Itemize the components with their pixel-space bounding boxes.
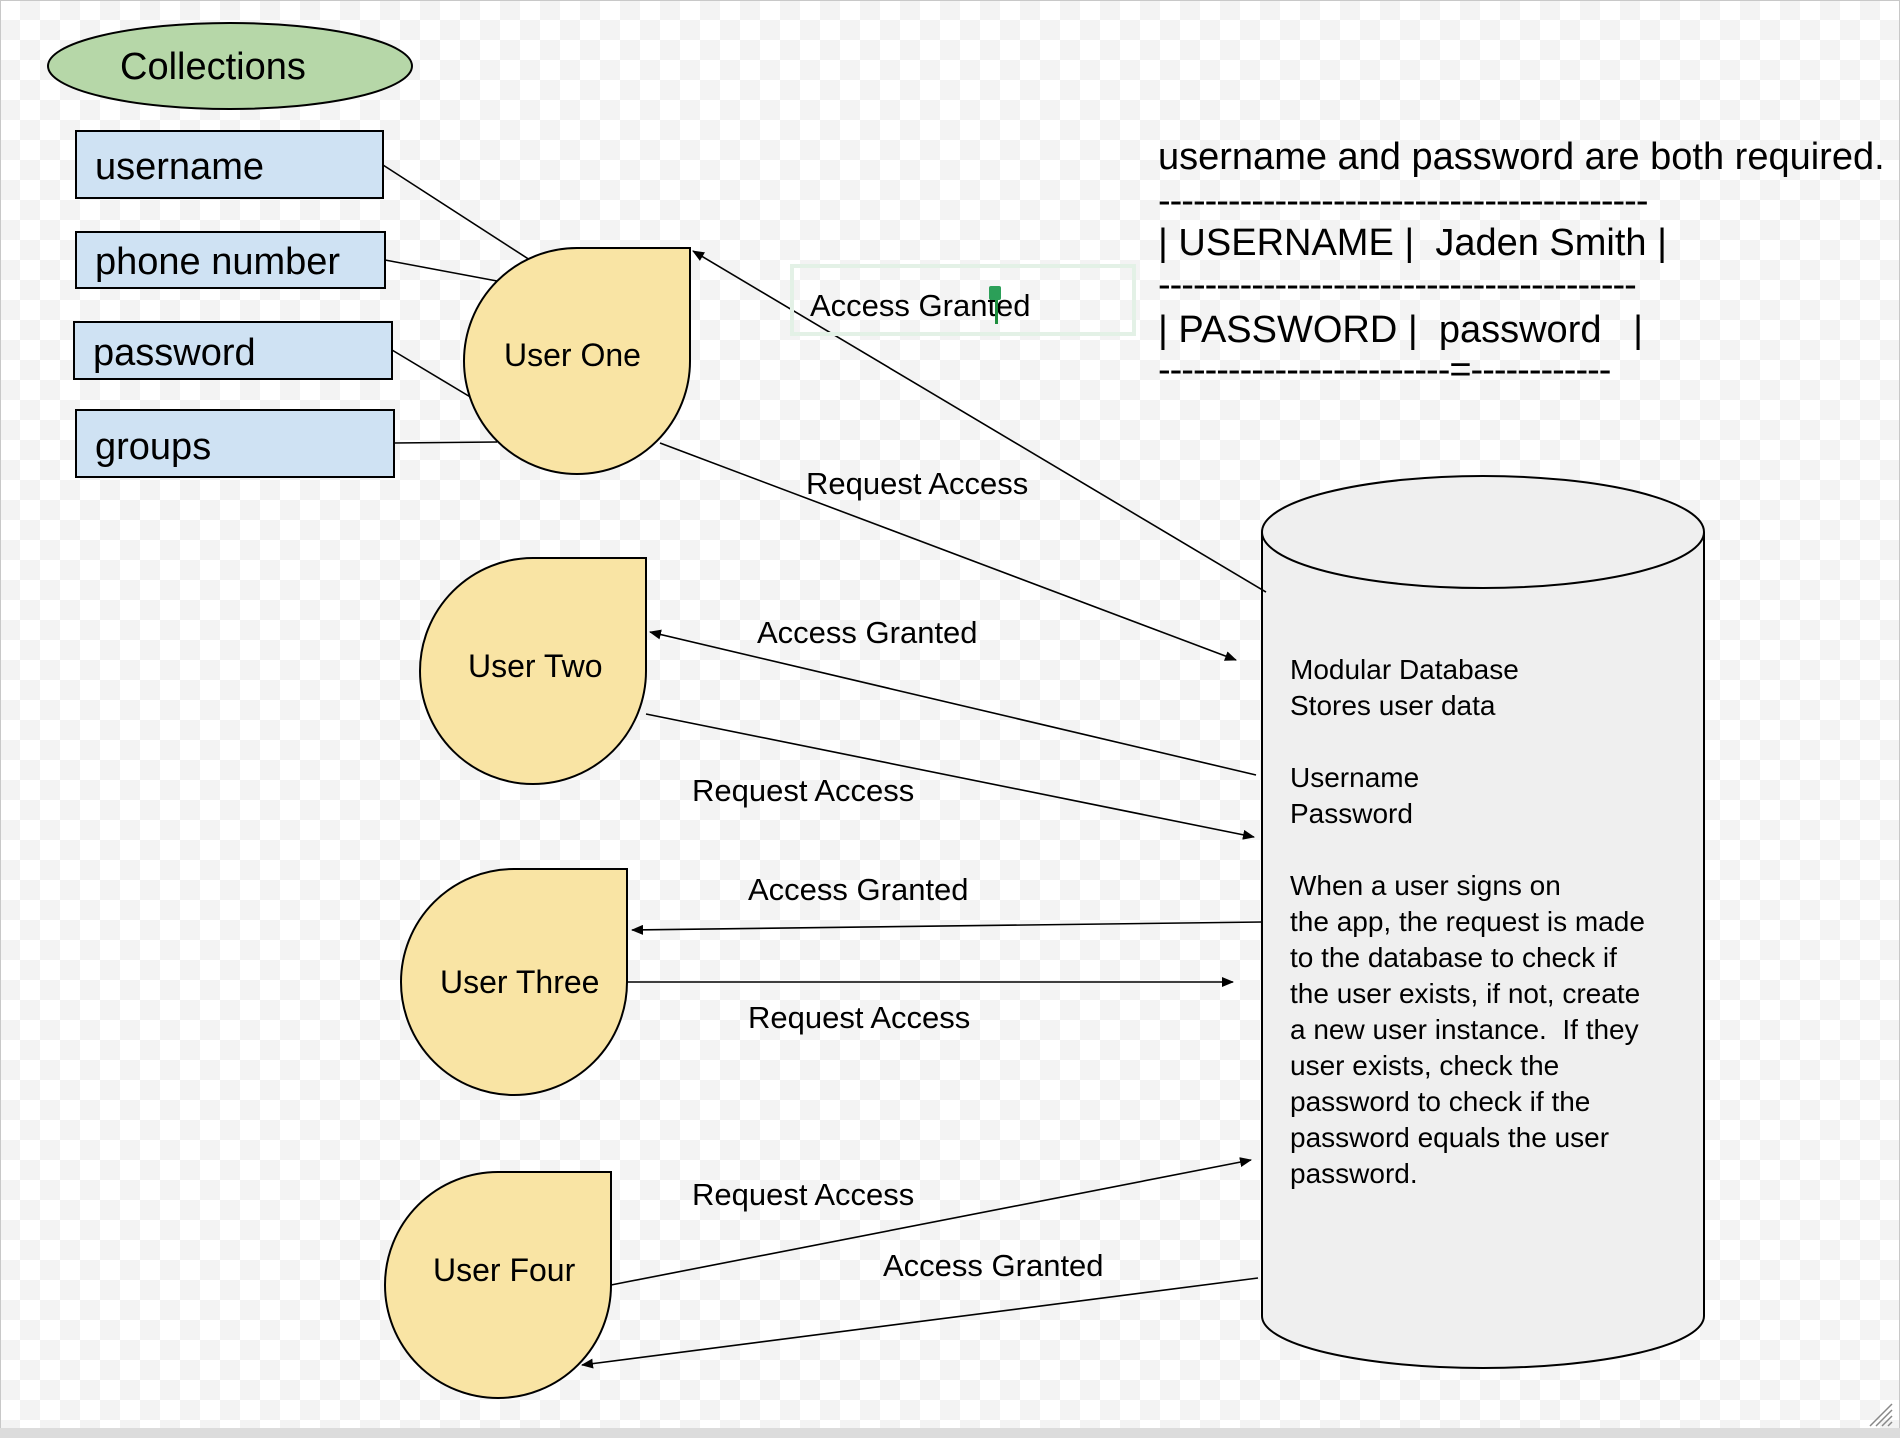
- field-box-phone-number[interactable]: [75, 231, 386, 289]
- edge-label-user-four-request: Request Access: [692, 1177, 915, 1212]
- user-two-label: User Two: [468, 648, 603, 684]
- user-two-shape[interactable]: [419, 557, 647, 785]
- text-selection-box: [790, 264, 1136, 336]
- note-rule-2: ----------------------------------------…: [1158, 264, 1637, 306]
- edge-user-four-request-access[interactable]: [610, 1157, 1252, 1286]
- field-box-username[interactable]: [75, 130, 384, 199]
- user-three-label: User Three: [440, 964, 600, 1000]
- connector-username[interactable]: [382, 164, 531, 261]
- collections-ellipse[interactable]: [47, 22, 413, 110]
- collections-title: Collections: [120, 46, 306, 88]
- edge-label-user-one-granted[interactable]: Access Granted: [810, 288, 1031, 323]
- edge-user-two-request-access[interactable]: [645, 713, 1255, 840]
- user-one-label: User One: [504, 337, 641, 373]
- cursor-handle[interactable]: [989, 286, 1001, 300]
- database-top[interactable]: [1261, 475, 1705, 589]
- connector-groups[interactable]: [393, 441, 498, 444]
- note-rule-1: ----------------------------------------…: [1158, 180, 1648, 222]
- note-row-password: | PASSWORD | password |: [1158, 309, 1644, 351]
- edge-label-user-three-granted: Access Granted: [748, 872, 969, 907]
- connector-password[interactable]: [391, 349, 473, 399]
- field-label-password: password: [93, 332, 256, 374]
- canvas-bottom-bar: [0, 1428, 1900, 1438]
- user-four-shape[interactable]: [384, 1171, 612, 1399]
- user-one-shape[interactable]: [463, 247, 691, 475]
- edge-label-user-one-request: Request Access: [806, 466, 1029, 501]
- edge-user-two-access-granted[interactable]: [649, 629, 1257, 776]
- field-label-groups: groups: [95, 426, 212, 468]
- edge-label-user-two-granted: Access Granted: [757, 615, 978, 650]
- field-box-groups[interactable]: [75, 409, 395, 478]
- connector-phone-number[interactable]: [384, 259, 498, 282]
- edge-label-user-two-request: Request Access: [692, 773, 915, 808]
- edge-user-one-access-granted[interactable]: [692, 250, 1267, 593]
- edge-user-one-request-access[interactable]: [659, 442, 1237, 661]
- text-cursor: [995, 288, 998, 324]
- user-four-label: User Four: [433, 1252, 576, 1288]
- field-label-phone-number: phone number: [95, 241, 341, 283]
- note-heading: username and password are both required.: [1158, 136, 1885, 178]
- resize-grip-icon[interactable]: [1864, 1398, 1894, 1428]
- note-rule-3: -------------------------=------------: [1158, 349, 1611, 391]
- edge-label-user-three-request: Request Access: [748, 1000, 971, 1035]
- database-cylinder[interactable]: [1261, 532, 1705, 1369]
- edge-user-three-access-granted[interactable]: [631, 921, 1263, 935]
- note-row-username: | USERNAME | Jaden Smith |: [1158, 222, 1667, 264]
- database-description: Modular Database Stores user data Userna…: [1290, 654, 1645, 1189]
- user-three-shape[interactable]: [400, 868, 628, 1096]
- edge-label-user-four-granted: Access Granted: [883, 1248, 1104, 1283]
- field-label-username: username: [95, 146, 264, 188]
- edge-user-four-access-granted[interactable]: [581, 1277, 1259, 1369]
